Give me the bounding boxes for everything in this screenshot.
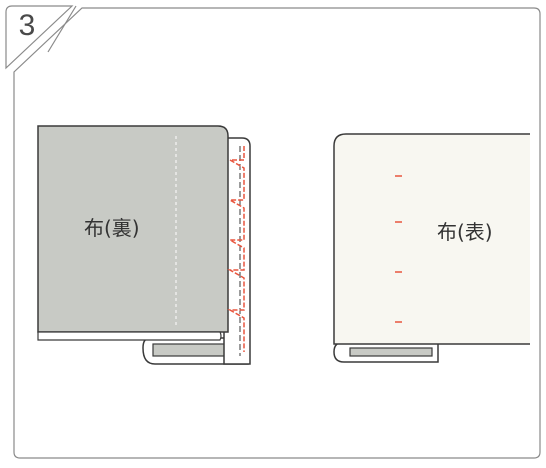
fabric-back-label: 布(裏) [84,216,140,240]
fabric-front-body [333,133,530,345]
fabric-back-panel [37,125,251,365]
fabric-front-label: 布(表) [437,220,493,244]
step-number: 3 [18,9,36,42]
fabric-back-body [37,125,229,333]
step-badge-slash [47,5,77,53]
front-hem-strip [349,347,433,357]
step-badge-corner [5,5,74,70]
fabric-front-panel [333,133,530,363]
fabric-back-underfold [37,331,222,341]
blind-hem-stitch [227,146,245,352]
hem-bottom-strip [152,343,236,357]
